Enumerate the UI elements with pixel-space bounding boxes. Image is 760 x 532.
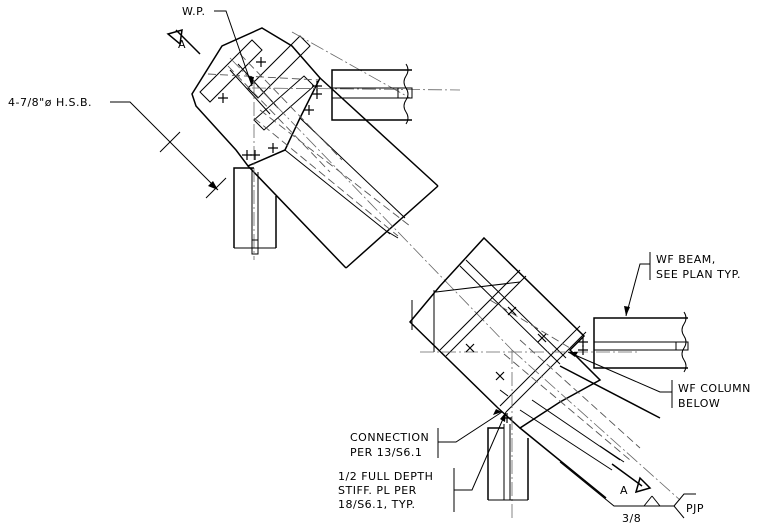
section-mark-top-label: A bbox=[178, 38, 186, 51]
lower-hidden-lines bbox=[489, 299, 641, 461]
lower-gusset-plate bbox=[408, 236, 602, 429]
weld-size-label: 3/8 bbox=[622, 512, 641, 525]
lower-connection: A bbox=[408, 236, 689, 520]
upper-wf-beam bbox=[331, 63, 413, 125]
wf-beam-label-line2: SEE PLAN TYP. bbox=[656, 268, 741, 281]
wp-label: W.P. bbox=[182, 5, 206, 18]
lower-center-lines bbox=[420, 349, 681, 520]
connection-label-line1: CONNECTION bbox=[350, 431, 429, 444]
wp-callout: W.P. bbox=[182, 5, 254, 87]
bolt-callout: 4-7/8"ø H.S.B. bbox=[8, 96, 227, 199]
connection-label-line2: PER 13/S6.1 bbox=[350, 446, 422, 459]
weld-symbol: 3/8 PJP bbox=[559, 461, 704, 525]
lower-column bbox=[487, 424, 529, 501]
wf-column-label-line1: WF COLUMN bbox=[678, 382, 751, 395]
section-mark-bottom-label: A bbox=[620, 484, 628, 497]
stiffener-label-line1: 1/2 FULL DEPTH bbox=[338, 470, 433, 483]
upper-hidden-lines bbox=[207, 53, 411, 237]
lower-panel-grid bbox=[411, 259, 587, 413]
wf-column-label-line2: BELOW bbox=[678, 397, 720, 410]
lower-bolts bbox=[465, 306, 588, 423]
wf-column-callout: WF COLUMN BELOW bbox=[567, 351, 751, 410]
stiffener-callout: 1/2 FULL DEPTH STIFF. PL PER 18/S6.1, TY… bbox=[338, 411, 507, 512]
stiffener-label-line2: STIFF. PL PER bbox=[338, 484, 417, 497]
upper-bolts bbox=[218, 57, 322, 160]
section-mark-bottom: A bbox=[611, 463, 652, 497]
upper-column bbox=[233, 167, 277, 255]
upper-wf-section bbox=[199, 35, 315, 131]
connection-callout: CONNECTION PER 13/S6.1 bbox=[350, 409, 503, 459]
lower-diagonal-brace bbox=[499, 365, 661, 499]
stiffener-label-line3: 18/S6.1, TYP. bbox=[338, 498, 416, 511]
bolt-label: 4-7/8"ø H.S.B. bbox=[8, 96, 92, 109]
upper-connection: A W.P. 4-7/8"ø H.S.B. bbox=[8, 5, 513, 351]
wf-beam-label-line1: WF BEAM, bbox=[656, 253, 716, 266]
weld-type-label: PJP bbox=[686, 502, 704, 515]
upper-center-lines bbox=[229, 31, 513, 351]
wf-beam-callout: WF BEAM, SEE PLAN TYP. bbox=[624, 252, 741, 317]
section-mark-top: A bbox=[166, 28, 201, 55]
lower-wf-beam bbox=[593, 311, 689, 373]
